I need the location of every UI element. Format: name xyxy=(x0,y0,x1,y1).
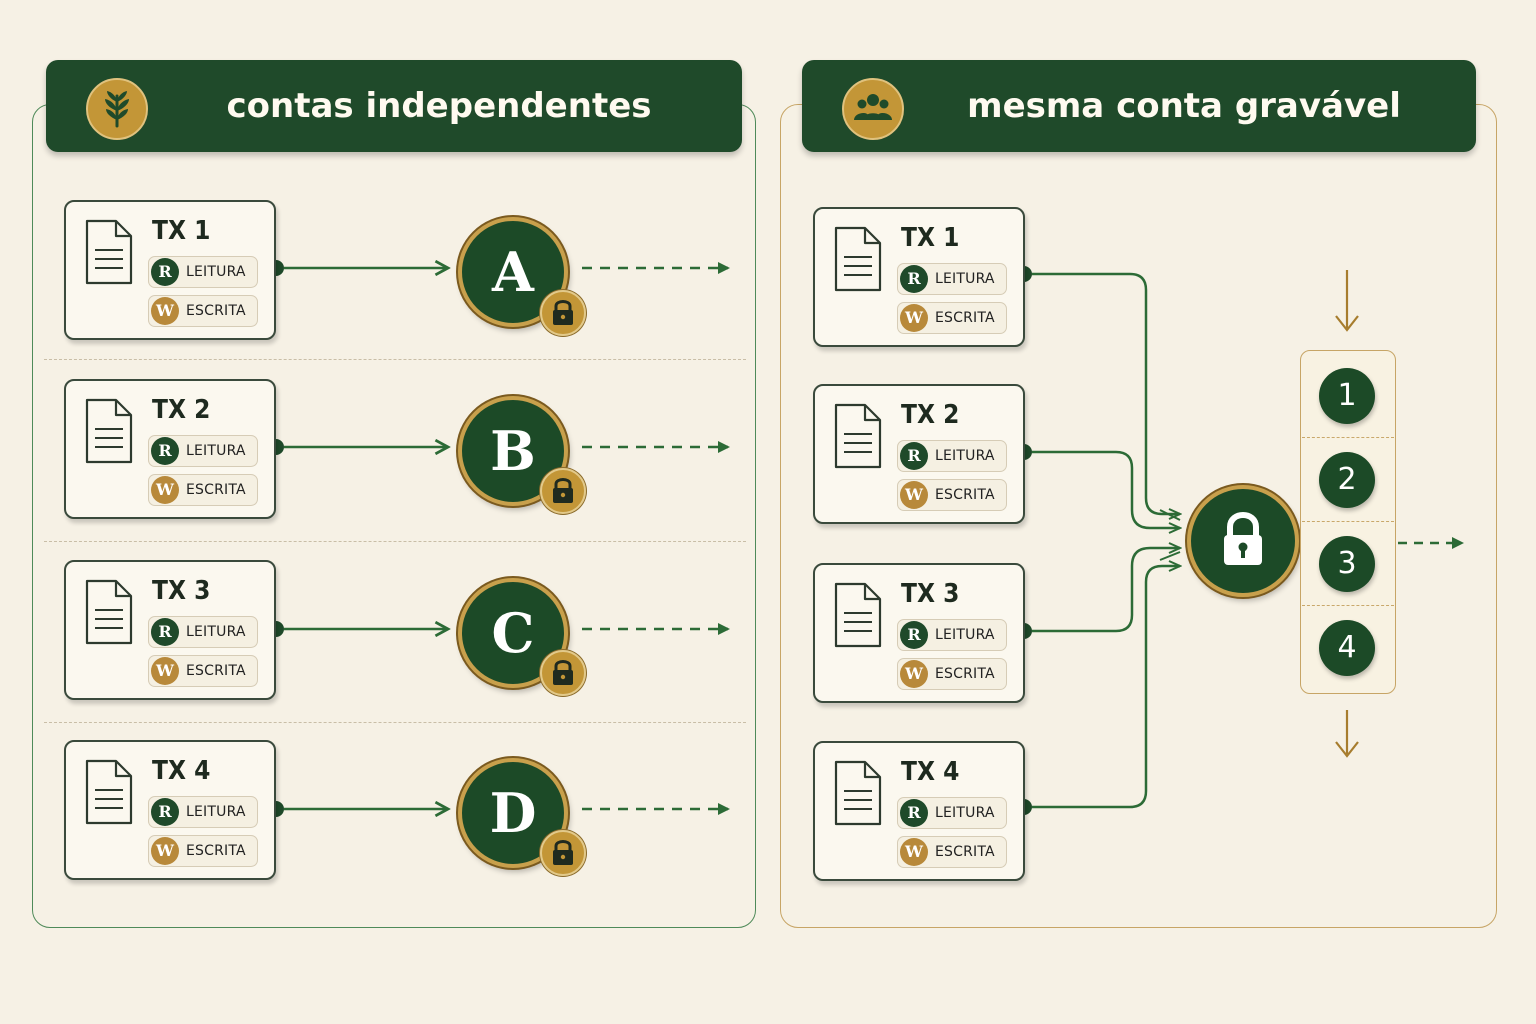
read-badge: R xyxy=(900,621,928,649)
row-separator xyxy=(44,359,746,360)
document-icon xyxy=(85,398,133,464)
leaf-icon xyxy=(86,78,148,140)
read-badge: R xyxy=(900,442,928,470)
document-icon xyxy=(834,582,882,648)
queue-item-3: 3 xyxy=(1319,536,1375,592)
write-label: ESCRITA xyxy=(186,843,246,859)
read-permission: R LEITURA xyxy=(897,263,1007,295)
left-panel-header: contas independentes xyxy=(46,60,742,152)
right-tx-card-2: TX 2 R LEITURA W ESCRITA xyxy=(813,384,1025,524)
tx-label: TX 3 xyxy=(152,576,211,606)
queue-item-4: 4 xyxy=(1319,620,1375,676)
users-icon xyxy=(842,78,904,140)
read-badge: R xyxy=(151,437,179,465)
write-label: ESCRITA xyxy=(186,303,246,319)
row-separator xyxy=(44,541,746,542)
queue-separator xyxy=(1302,437,1394,438)
write-badge: W xyxy=(900,304,928,332)
read-badge: R xyxy=(151,798,179,826)
row-separator xyxy=(44,722,746,723)
read-label: LEITURA xyxy=(935,805,995,821)
read-badge: R xyxy=(151,618,179,646)
lock-icon xyxy=(540,468,586,514)
read-permission: R LEITURA xyxy=(148,616,258,648)
queue-item-1: 1 xyxy=(1319,368,1375,424)
read-label: LEITURA xyxy=(186,264,246,280)
left-tx-card-1: TX 1 R LEITURA W ESCRITA xyxy=(64,200,276,340)
account-letter: B xyxy=(490,419,536,483)
right-tx-card-3: TX 3 R LEITURA W ESCRITA xyxy=(813,563,1025,703)
write-label: ESCRITA xyxy=(935,666,995,682)
write-label: ESCRITA xyxy=(186,482,246,498)
write-permission: W ESCRITA xyxy=(148,295,258,327)
write-label: ESCRITA xyxy=(935,310,995,326)
tx-label: TX 1 xyxy=(152,216,211,246)
read-badge: R xyxy=(900,265,928,293)
read-permission: R LEITURA xyxy=(148,796,258,828)
lock-icon xyxy=(1224,512,1262,565)
tx-label: TX 3 xyxy=(901,579,960,609)
tx-label: TX 2 xyxy=(152,395,211,425)
account-letter: C xyxy=(491,601,535,665)
write-label: ESCRITA xyxy=(935,844,995,860)
queue-separator xyxy=(1302,521,1394,522)
document-icon xyxy=(85,579,133,645)
write-permission: W ESCRITA xyxy=(148,655,258,687)
document-icon xyxy=(85,759,133,825)
left-tx-card-4: TX 4 R LEITURA W ESCRITA xyxy=(64,740,276,880)
queue-item-2: 2 xyxy=(1319,452,1375,508)
read-label: LEITURA xyxy=(935,627,995,643)
read-permission: R LEITURA xyxy=(148,256,258,288)
document-icon xyxy=(834,226,882,292)
right-tx-card-4: TX 4 R LEITURA W ESCRITA xyxy=(813,741,1025,881)
read-badge: R xyxy=(900,799,928,827)
read-label: LEITURA xyxy=(186,443,246,459)
tx-label: TX 1 xyxy=(901,223,960,253)
write-badge: W xyxy=(151,476,179,504)
left-tx-card-2: TX 2 R LEITURA W ESCRITA xyxy=(64,379,276,519)
write-label: ESCRITA xyxy=(186,663,246,679)
read-permission: R LEITURA xyxy=(897,440,1007,472)
account-letter: D xyxy=(489,781,537,845)
document-icon xyxy=(834,403,882,469)
document-icon xyxy=(834,760,882,826)
write-badge: W xyxy=(900,838,928,866)
write-permission: W ESCRITA xyxy=(148,474,258,506)
write-permission: W ESCRITA xyxy=(897,836,1007,868)
lock-icon xyxy=(540,290,586,336)
tx-label: TX 4 xyxy=(901,757,960,787)
read-badge: R xyxy=(151,258,179,286)
write-badge: W xyxy=(900,481,928,509)
write-badge: W xyxy=(151,297,179,325)
write-badge: W xyxy=(900,660,928,688)
tx-label: TX 4 xyxy=(152,756,211,786)
write-badge: W xyxy=(151,837,179,865)
read-label: LEITURA xyxy=(935,271,995,287)
read-label: LEITURA xyxy=(186,624,246,640)
document-icon xyxy=(85,219,133,285)
lock-icon xyxy=(540,830,586,876)
write-permission: W ESCRITA xyxy=(897,658,1007,690)
queue-separator xyxy=(1302,605,1394,606)
read-label: LEITURA xyxy=(186,804,246,820)
read-permission: R LEITURA xyxy=(148,435,258,467)
write-badge: W xyxy=(151,657,179,685)
write-permission: W ESCRITA xyxy=(148,835,258,867)
right-panel-header: mesma conta gravável xyxy=(802,60,1476,152)
left-panel-title: contas independentes xyxy=(226,86,652,126)
lock-icon xyxy=(540,650,586,696)
tx-label: TX 2 xyxy=(901,400,960,430)
account-node-d: D xyxy=(458,758,568,868)
right-panel-title: mesma conta gravável xyxy=(967,86,1401,126)
left-tx-card-3: TX 3 R LEITURA W ESCRITA xyxy=(64,560,276,700)
write-permission: W ESCRITA xyxy=(897,302,1007,334)
write-permission: W ESCRITA xyxy=(897,479,1007,511)
read-permission: R LEITURA xyxy=(897,797,1007,829)
shared-lock-node xyxy=(1187,485,1299,597)
read-permission: R LEITURA xyxy=(897,619,1007,651)
account-letter: A xyxy=(492,240,534,304)
read-label: LEITURA xyxy=(935,448,995,464)
write-label: ESCRITA xyxy=(935,487,995,503)
right-tx-card-1: TX 1 R LEITURA W ESCRITA xyxy=(813,207,1025,347)
